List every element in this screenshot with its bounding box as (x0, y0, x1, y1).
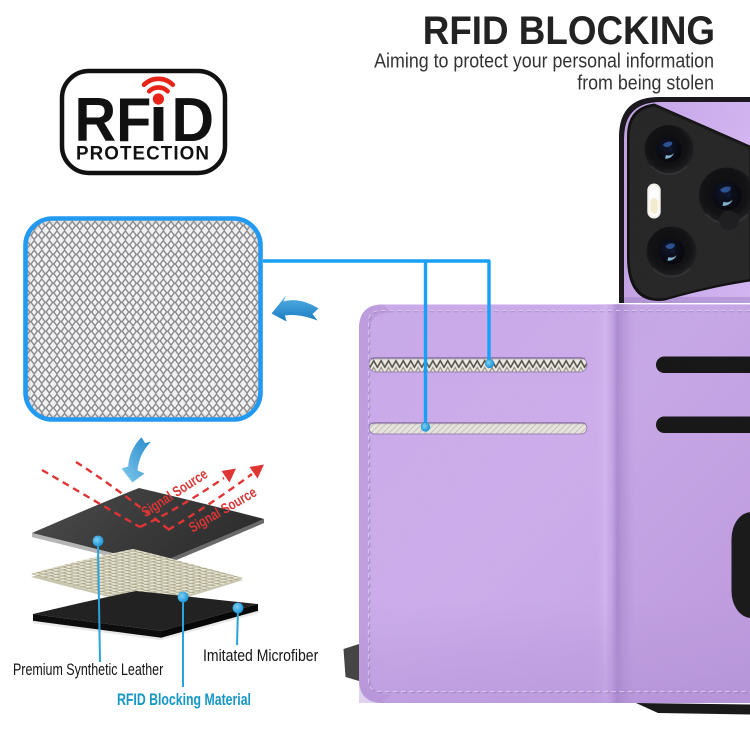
svg-text:RFID BLOCKING: RFID BLOCKING (423, 9, 715, 54)
svg-text:Premium Synthetic Leather: Premium Synthetic Leather (13, 662, 163, 680)
svg-text:RF: RF (75, 85, 152, 154)
svg-text:Aiming to protect your persona: Aiming to protect your personal informat… (374, 50, 714, 72)
svg-text:RFID Blocking Material: RFID Blocking Material (117, 691, 251, 709)
svg-text:D: D (172, 85, 215, 155)
svg-text:Imitated Microfiber: Imitated Microfiber (203, 647, 318, 665)
svg-text:from being stolen: from being stolen (577, 72, 714, 94)
svg-text:PROTECTION: PROTECTION (76, 143, 210, 164)
